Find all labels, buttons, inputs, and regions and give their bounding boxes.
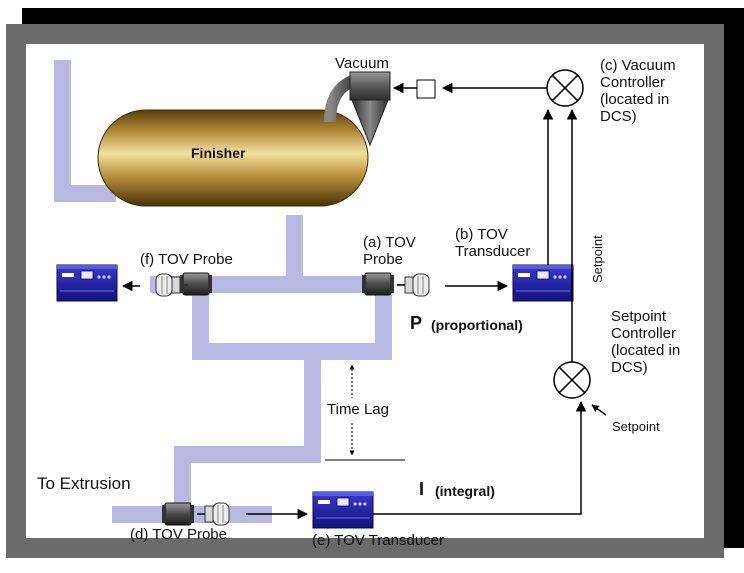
pipe-network: [54, 60, 392, 523]
vacuum-controller: [546, 69, 584, 107]
probe-d: [161, 502, 195, 526]
finisher-label: Finisher: [191, 145, 246, 161]
setpoint-controller-label: Setpoint Controller (located in DCS): [611, 308, 681, 376]
vacuum-label: Vacuum: [335, 55, 389, 72]
tov-transducer-b-label: (b) TOV Transducer: [455, 226, 531, 260]
vacuum-separator: [324, 71, 391, 147]
tov-probe-f-label: (f) TOV Probe: [140, 251, 233, 268]
i-letter-label: I: [419, 479, 425, 499]
setpoint-controller: [553, 361, 591, 399]
vacuum-controller-label: (c) Vacuum Controller (located in DCS): [600, 57, 676, 125]
vacuum-valve-box: [416, 79, 436, 99]
tov-probe-d-label: (d) TOV Probe: [130, 526, 227, 543]
time-lag-label: Time Lag: [327, 401, 389, 418]
p-letter-label: P: [410, 313, 423, 333]
p-proportional-label: (proportional): [431, 317, 523, 333]
probe-a: [361, 272, 395, 296]
transducer-e: [312, 491, 374, 529]
transducer-f: [56, 264, 118, 302]
tov-transducer-e-label: (e) TOV Transducer: [312, 532, 444, 549]
transducer-b: [512, 264, 574, 302]
setpoint-input-label: Setpoint: [612, 419, 660, 434]
finisher-vessel: [97, 109, 369, 207]
to-extrusion-label: To Extrusion: [37, 474, 131, 493]
setpoint-vertical-label: Setpoint: [590, 235, 605, 283]
i-integral-label: (integral): [435, 483, 495, 499]
time-lag-dimension: [325, 364, 405, 461]
signal-lines: [121, 82, 607, 520]
tov-probe-a-label: (a) TOV Probe: [363, 234, 416, 268]
